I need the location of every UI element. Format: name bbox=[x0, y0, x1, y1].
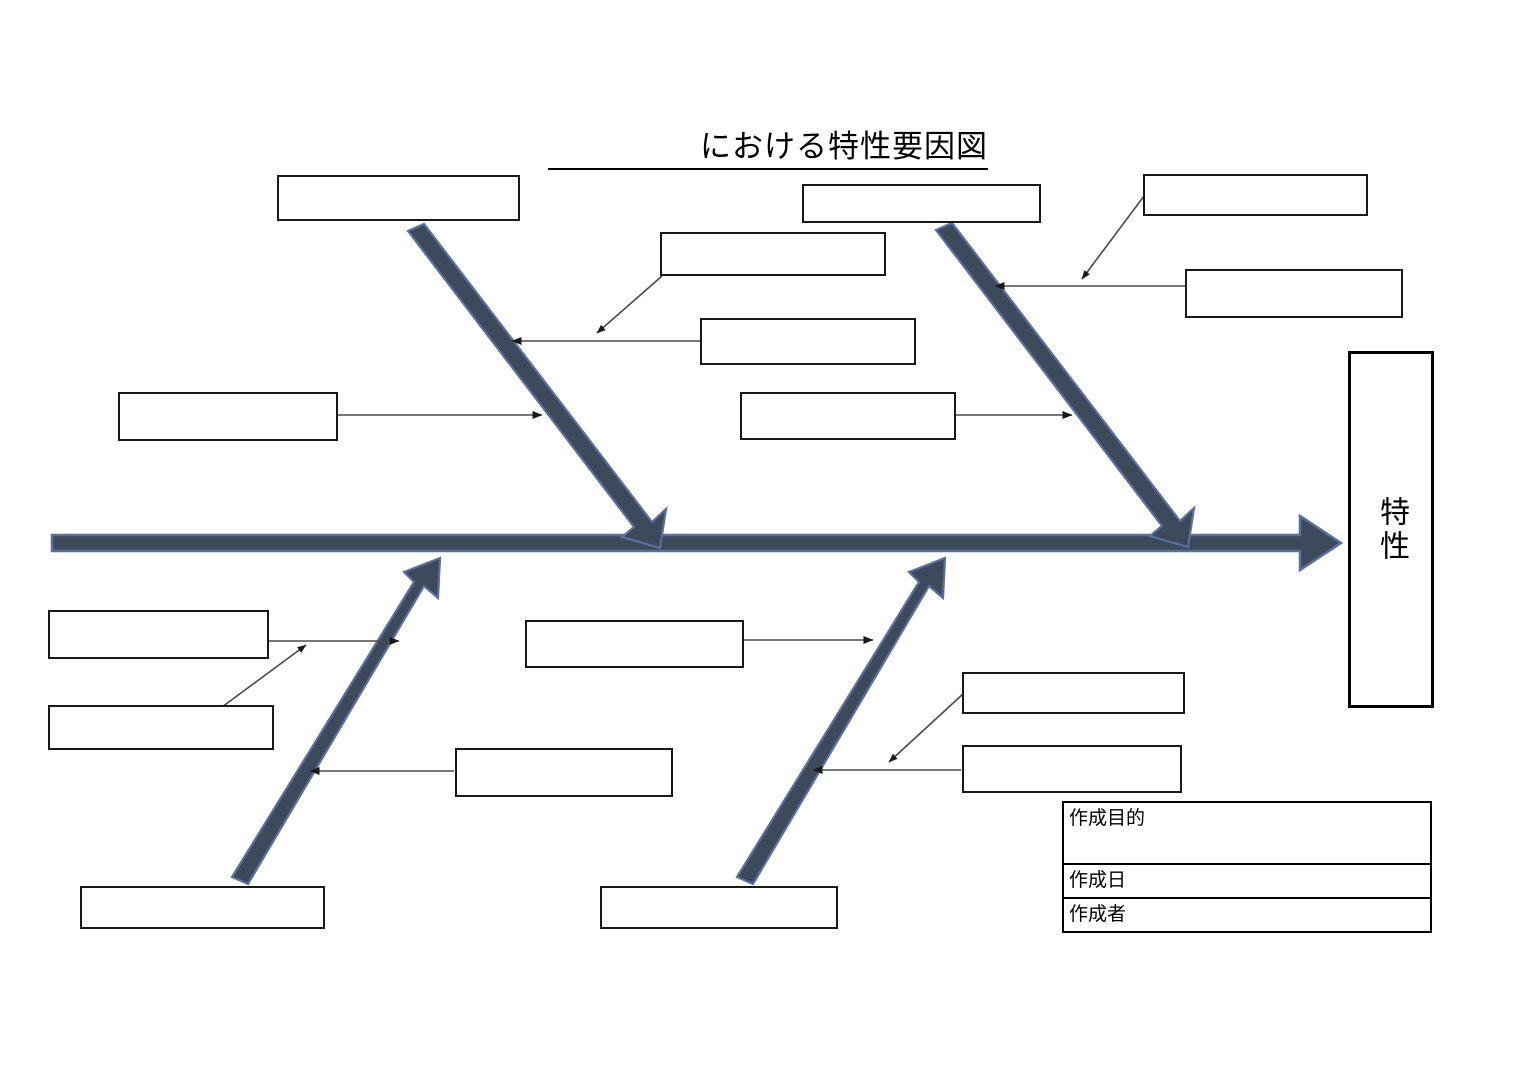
cause-box-lr-mid[interactable] bbox=[525, 620, 744, 668]
connector-ul-diagonal bbox=[596, 275, 663, 334]
cause-box-ll-low[interactable] bbox=[455, 748, 673, 797]
page-title: における特性要因図 bbox=[700, 129, 988, 165]
bone-upper-right bbox=[934, 221, 1196, 549]
meta-row-date[interactable]: 作成日 bbox=[1064, 865, 1430, 899]
cause-box-ur-sub-mid[interactable] bbox=[1185, 269, 1403, 318]
bone-upper-left bbox=[406, 222, 668, 550]
main-spine-bone bbox=[50, 513, 1344, 573]
bone-lower-right bbox=[735, 556, 947, 886]
meta-table: 作成目的 作成日 作成者 bbox=[1062, 801, 1432, 933]
cause-box-ll-tail[interactable] bbox=[80, 886, 325, 929]
cause-box-ll-sub-upper[interactable] bbox=[48, 610, 269, 659]
effect-label: 特性 bbox=[1374, 495, 1409, 564]
cause-box-lr-sub-mid[interactable] bbox=[962, 745, 1182, 793]
connector-lr-diagonal bbox=[888, 693, 964, 763]
cause-box-ur-low[interactable] bbox=[740, 392, 956, 440]
cause-box-ul-sub-upper[interactable] bbox=[660, 232, 886, 276]
cause-box-ur-sub-upper[interactable] bbox=[1143, 174, 1368, 216]
cause-box-ul-low[interactable] bbox=[118, 392, 338, 441]
connector-ur-diagonal bbox=[1081, 195, 1145, 280]
meta-row-author[interactable]: 作成者 bbox=[1064, 899, 1430, 933]
meta-label-purpose: 作成目的 bbox=[1069, 807, 1146, 829]
cause-box-ul-sub-mid[interactable] bbox=[700, 318, 916, 365]
bone-lower-left bbox=[230, 556, 442, 886]
meta-label-author: 作成者 bbox=[1069, 903, 1127, 925]
meta-row-purpose[interactable]: 作成目的 bbox=[1064, 803, 1430, 865]
cause-box-lr-tail[interactable] bbox=[600, 886, 838, 929]
meta-label-date: 作成日 bbox=[1069, 869, 1127, 891]
cause-box-ul-head[interactable] bbox=[277, 175, 520, 221]
cause-box-lr-sub-upper[interactable] bbox=[962, 672, 1185, 714]
diagram-title-underline: における特性要因図 bbox=[548, 112, 988, 170]
cause-box-ll-sub-mid[interactable] bbox=[48, 705, 274, 750]
connector-ll-diagonal bbox=[217, 644, 307, 711]
effect-box[interactable]: 特性 bbox=[1348, 351, 1434, 708]
cause-box-ur-head[interactable] bbox=[802, 184, 1041, 223]
